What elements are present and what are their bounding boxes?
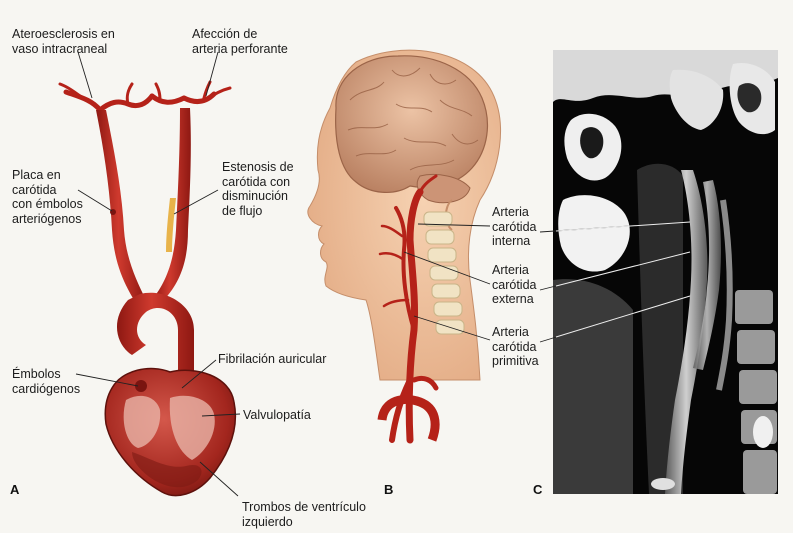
label-common-carotid: Arteria carótida primitiva	[492, 325, 539, 369]
label-intracranial-atherosclerosis: Ateroesclerosis en vaso intracraneal	[12, 27, 115, 56]
label-atrial-fibrillation: Fibrilación auricular	[218, 352, 326, 367]
label-carotid-stenosis: Estenosis de carótida con disminución de…	[222, 160, 294, 218]
label-cardiogenic-emboli: Émbolos cardiógenos	[12, 367, 80, 396]
label-ventricular-thrombi: Trombos de ventrículo izquierdo	[242, 500, 366, 529]
label-perforating-artery: Afección de arteria perforante	[192, 27, 288, 56]
panel-letter-a: A	[10, 482, 19, 497]
panel-letter-b: B	[384, 482, 393, 497]
panel-letter-c: C	[533, 482, 542, 497]
label-carotid-plaque: Placa en carótida con émbolos arteriógen…	[12, 168, 83, 226]
label-valvulopathy: Valvulopatía	[243, 408, 311, 423]
label-external-carotid: Arteria carótida externa	[492, 263, 536, 307]
label-internal-carotid: Arteria carótida interna	[492, 205, 536, 249]
